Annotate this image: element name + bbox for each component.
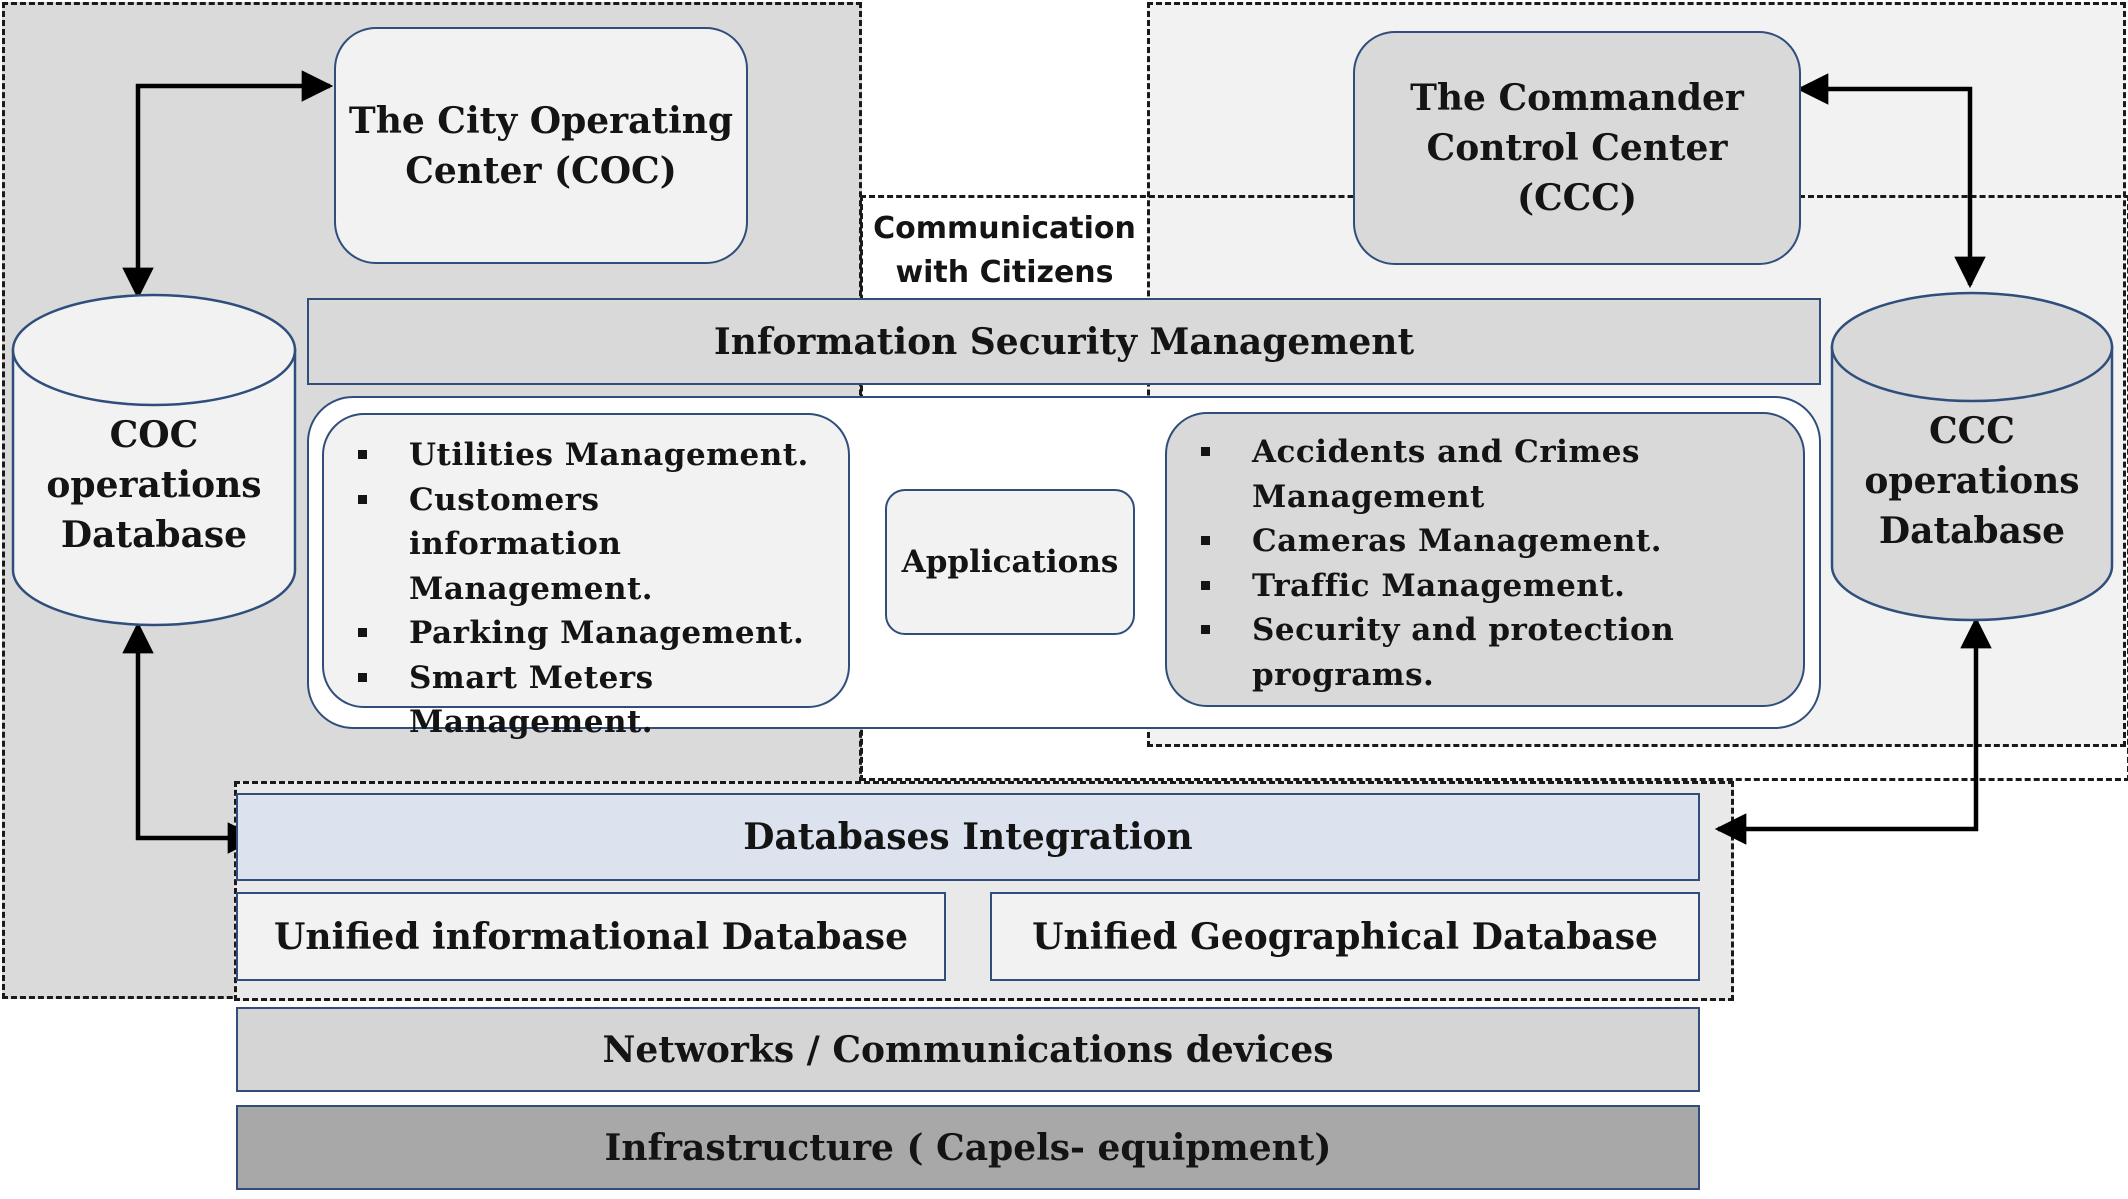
- ccc-db-line-2: operations: [1864, 460, 2080, 502]
- communication-line-1: Communication: [873, 211, 1136, 246]
- information-security-label: Information Security Management: [713, 320, 1415, 363]
- coc-app-customers: Customers information Management.: [324, 478, 814, 612]
- information-security-bar: Information Security Management: [307, 298, 1821, 385]
- ccc-title-line-2: Control Center: [1426, 127, 1728, 169]
- coc-db-to-integration-arrow: [122, 621, 260, 854]
- unified-informational-db-box: Unified informational Database: [236, 892, 946, 981]
- ccc-center-box: The Commander Control Center (CCC): [1353, 31, 1801, 265]
- unified-informational-db-label: Unified informational Database: [274, 915, 908, 958]
- coc-app-smart-meters: Smart Meters Management.: [324, 656, 719, 745]
- infrastructure-bar: Infrastructure ( Capels- equipment): [236, 1105, 1700, 1190]
- ccc-database-cylinder-icon: [1830, 291, 2114, 622]
- ccc-title-line-3: (CCC): [1516, 177, 1637, 219]
- ccc-db-to-integration-arrow: [1714, 616, 1992, 845]
- ccc-app-traffic: Traffic Management.: [1167, 564, 1767, 609]
- coc-title-line-2: Center (COC): [405, 149, 677, 192]
- ccc-title-line-1: The Commander: [1410, 77, 1744, 119]
- coc-center-box: The City Operating Center (COC): [334, 27, 748, 264]
- coc-title-line-1: The City Operating: [348, 99, 734, 142]
- ccc-db-line-1: CCC: [1929, 410, 2015, 452]
- ccc-applications-box: Accidents and Crimes Management Cameras …: [1165, 412, 1805, 707]
- databases-integration-bar: Databases Integration: [236, 793, 1700, 881]
- infrastructure-label: Infrastructure ( Capels- equipment): [604, 1126, 1332, 1169]
- coc-applications-box: Utilities Management. Customers informat…: [322, 413, 850, 740]
- coc-db-line-2: operations: [46, 464, 262, 506]
- ccc-app-accidents: Accidents and Crimes Management: [1167, 430, 1722, 519]
- coc-app-parking: Parking Management.: [324, 611, 824, 656]
- communication-label: Communication with Citizens: [862, 206, 1147, 296]
- applications-label: Applications: [901, 544, 1119, 580]
- ccc-database: CCC operations Database: [1830, 291, 2114, 622]
- ccc-center-to-db-arrow: [1796, 73, 1986, 289]
- ccc-app-cameras: Cameras Management.: [1167, 519, 1767, 564]
- coc-database-cylinder-icon: [11, 293, 297, 627]
- networks-bar: Networks / Communications devices: [236, 1007, 1700, 1092]
- coc-db-line-3: Database: [60, 514, 248, 556]
- ccc-db-line-3: Database: [1878, 510, 2066, 552]
- communication-line-2: with Citizens: [895, 255, 1114, 290]
- databases-integration-label: Databases Integration: [743, 816, 1193, 858]
- unified-geographical-db-box: Unified Geographical Database: [990, 892, 1700, 981]
- ccc-app-security: Security and protection programs.: [1167, 608, 1722, 697]
- coc-app-utilities: Utilities Management.: [324, 433, 824, 478]
- unified-geographical-db-label: Unified Geographical Database: [1032, 915, 1658, 958]
- coc-center-to-db-arrow: [122, 70, 334, 300]
- coc-db-line-1: COC: [109, 414, 199, 456]
- coc-database: COC operations Database: [11, 293, 297, 627]
- networks-label: Networks / Communications devices: [602, 1028, 1334, 1071]
- applications-box: Applications: [885, 489, 1135, 635]
